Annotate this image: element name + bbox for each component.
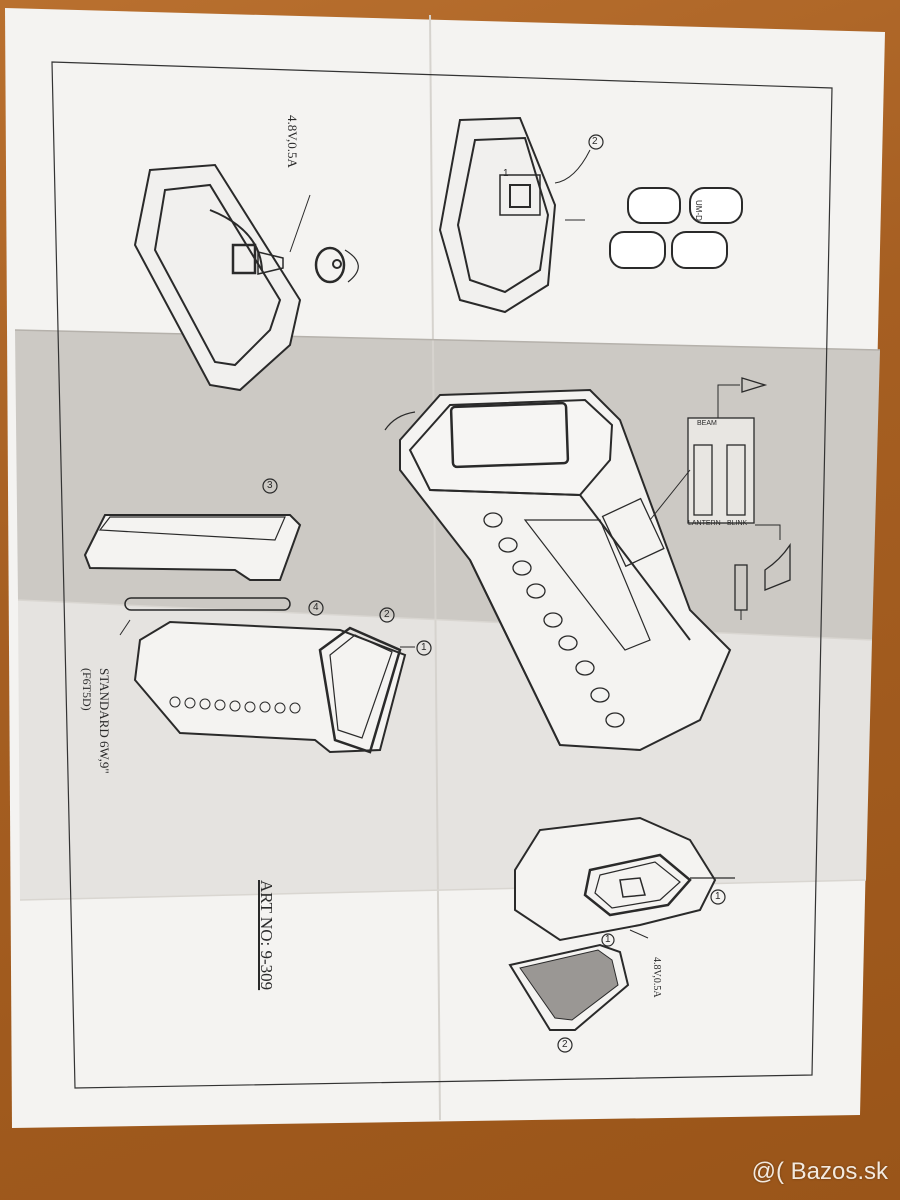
step-number-2-bottom: 2: [562, 1039, 568, 1050]
step-number-3: 3: [267, 480, 273, 491]
tube-code-label: (F6T5D): [80, 668, 94, 711]
switch-detail-drawing: [649, 377, 791, 620]
step-number-1-top: 1: [503, 168, 509, 179]
step-number-4: 4: [313, 602, 319, 613]
battery-compartment-drawing: [438, 116, 743, 314]
switch-lantern-label: LANTERN: [688, 520, 721, 527]
switch-beam-label: BEAM: [697, 420, 717, 427]
tube-spec-label: STANDARD 6W,9": [97, 668, 112, 774]
article-number: ART NO: 9-309: [257, 880, 276, 991]
lamp-base-drawing: [133, 163, 359, 392]
bulb-voltage-label: 4.8V,0.5A: [285, 115, 300, 168]
step-number-1-mid: 1: [421, 642, 427, 653]
step-number-1-lens: 1: [605, 934, 611, 945]
bulb-voltage-label-bottom: 4.8V,0.5A: [651, 957, 662, 998]
step-number-2-top: 2: [592, 136, 598, 147]
battery-size-label: UM-D: [694, 200, 703, 221]
tube-assembly-drawing: [83, 478, 432, 754]
print-border: [51, 61, 833, 1089]
lantern-drawing: [384, 388, 732, 752]
lens-assembly-drawing: [508, 816, 735, 1053]
step-number-1-bottom: 1: [715, 891, 721, 902]
step-number-2-mid: 2: [384, 609, 390, 620]
watermark: @( Bazos.sk: [751, 1158, 888, 1185]
switch-blink-label: BLINK: [727, 520, 748, 527]
